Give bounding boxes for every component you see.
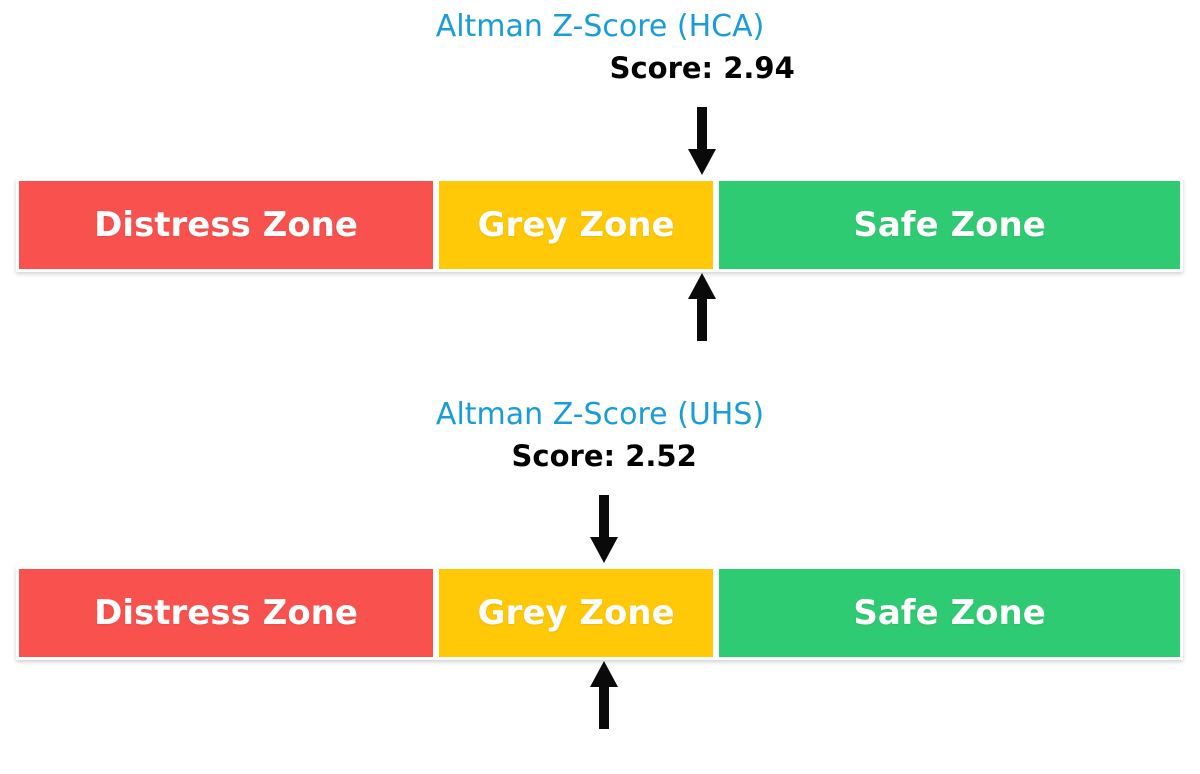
score-arrow-down-icon [686,107,718,175]
score-arrow-down-icon [588,495,620,563]
zone-safe-label: Safe Zone [853,593,1046,633]
score-arrow-up-icon [588,661,620,753]
zone-distress: Distress Zone [16,566,437,660]
score-label: Score: 2.52 [511,439,697,473]
zone-grey: Grey Zone [436,566,717,660]
score-arrow-up-icon [686,273,718,341]
zone-safe-label: Safe Zone [853,205,1046,245]
zone-grey-label: Grey Zone [477,593,675,633]
zone-bar: Distress Zone Grey Zone Safe Zone [16,566,1183,660]
zone-distress-label: Distress Zone [94,593,358,633]
zone-distress-label: Distress Zone [94,205,358,245]
zone-safe: Safe Zone [716,566,1183,660]
zone-safe: Safe Zone [716,178,1183,272]
zone-bar: Distress Zone Grey Zone Safe Zone [16,178,1183,272]
zone-grey: Grey Zone [436,178,717,272]
score-label: Score: 2.94 [609,51,795,85]
chart-title: Altman Z-Score (HCA) [435,9,765,44]
zscore-chart-uhs: Altman Z-Score (UHS) Score: 2.52 Distres… [0,388,1200,753]
zone-distress: Distress Zone [16,178,437,272]
zscore-chart-hca: Altman Z-Score (HCA) Score: 2.94 Distres… [0,0,1200,342]
chart-title: Altman Z-Score (UHS) [435,397,765,432]
zone-grey-label: Grey Zone [477,205,675,245]
